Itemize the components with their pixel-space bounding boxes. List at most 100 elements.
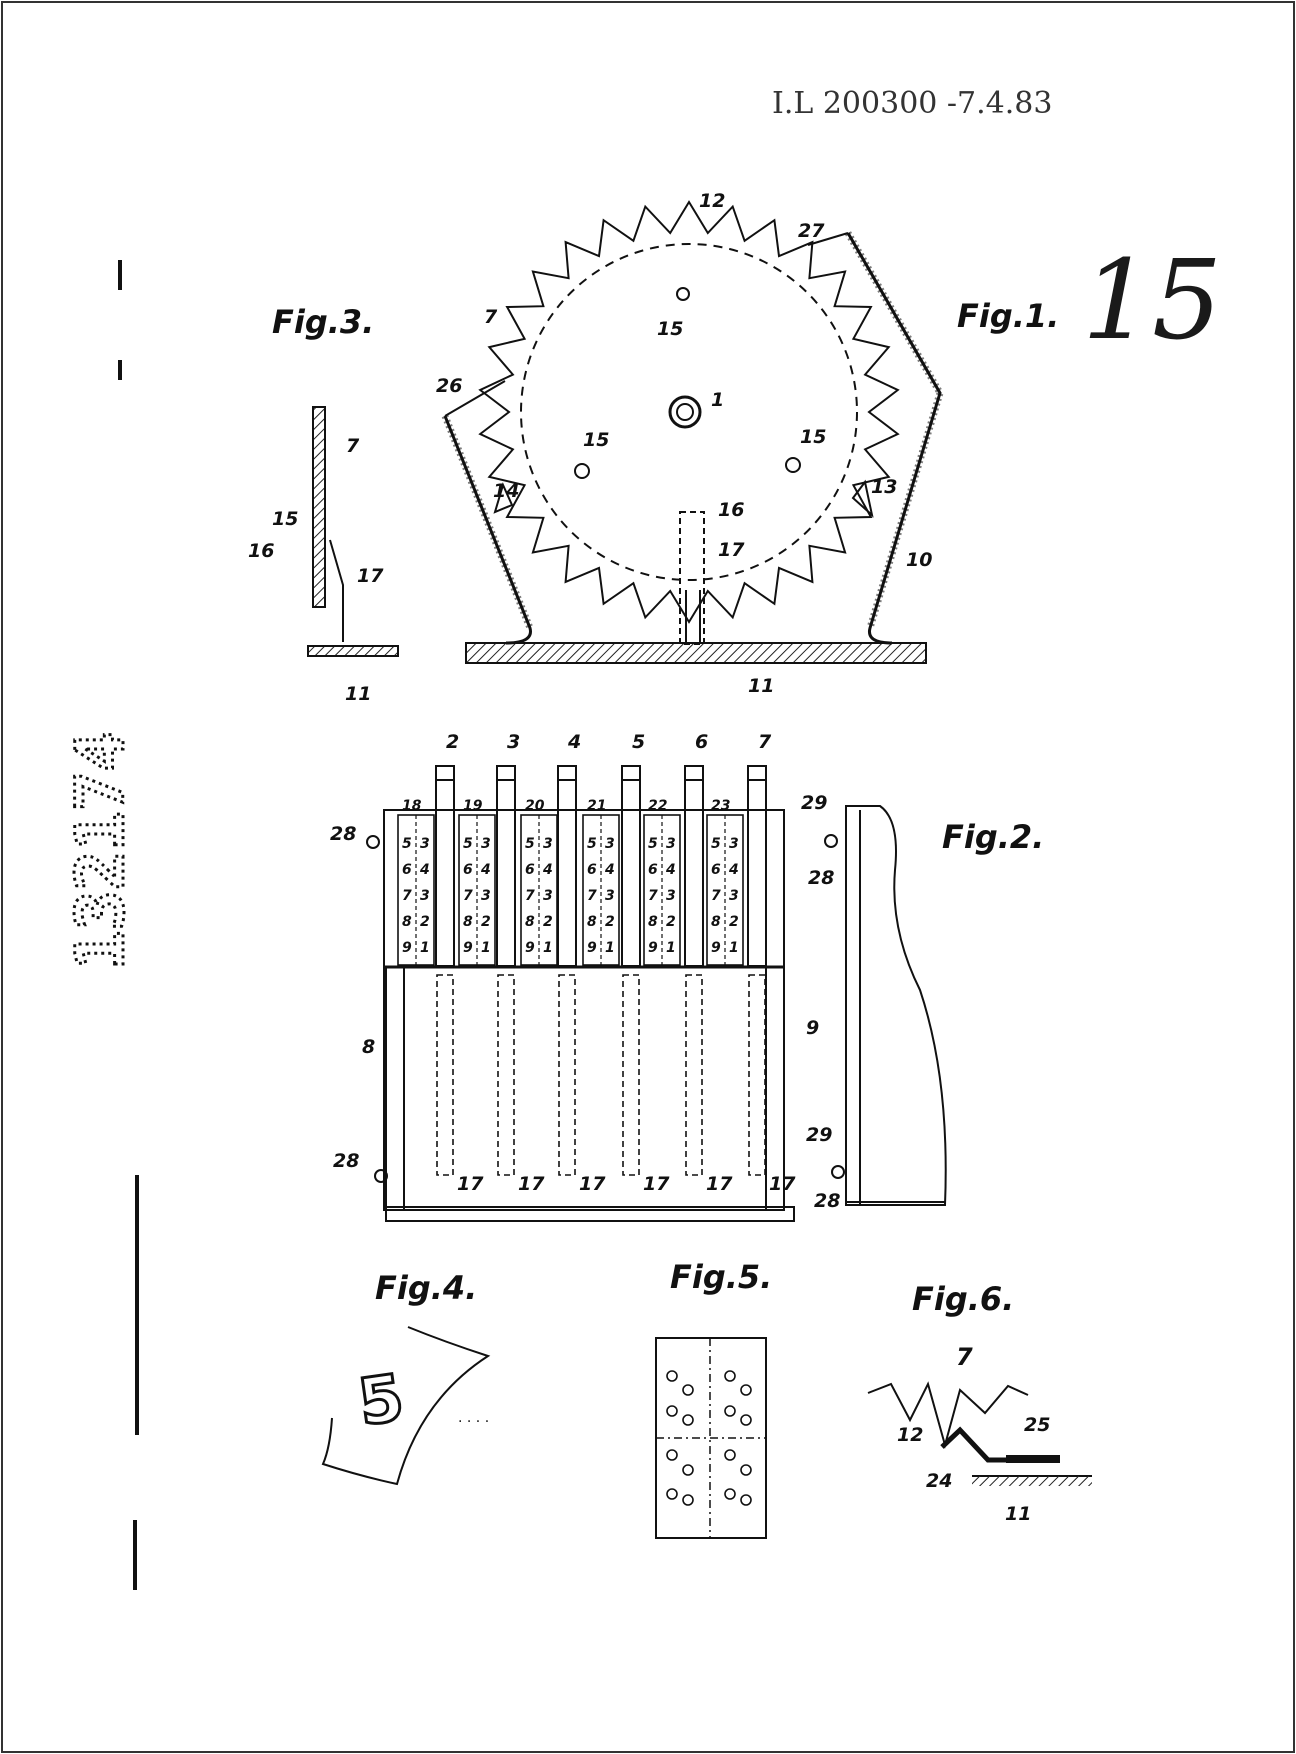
fig5-perforation	[724, 1449, 736, 1461]
fig2-digit: 3	[605, 888, 615, 904]
fig2-frame-left-post	[385, 966, 405, 1211]
fig2-label-wheel: 2	[446, 731, 459, 753]
fig6-base-hatch	[972, 1476, 1092, 1486]
fig2-digit: 2	[605, 914, 615, 930]
fig2-screw-top-right	[824, 834, 838, 848]
fig5-perforation	[724, 1488, 736, 1500]
fig2-screw-bottom-left	[374, 1169, 388, 1183]
fig5-perforation	[682, 1464, 694, 1476]
fig2-digit: 3	[605, 836, 615, 852]
fig1-hub-bore	[676, 403, 694, 421]
fig2-label-spring: 17	[579, 1173, 606, 1195]
fig2-digit: 2	[729, 914, 739, 930]
fig1-corner-line-right	[807, 232, 849, 246]
fig2-digit: 5	[525, 836, 535, 852]
fig1-label-hub: 1	[711, 389, 724, 411]
fig5-perforation	[682, 1384, 694, 1396]
fig2-digit: 8	[463, 914, 473, 930]
fig1-label-housing: 10	[906, 549, 932, 571]
fig3-label-pin: 16	[248, 540, 274, 562]
fig2-hidden-spring	[685, 974, 703, 1176]
fig6-label-wheel: 7	[956, 1343, 973, 1371]
fig1-label-hole-left: 15	[583, 429, 609, 451]
fig2-digit: 4	[542, 862, 553, 878]
fig2-wheel-cap	[496, 765, 516, 781]
fig3-label-hole: 15	[272, 508, 298, 530]
fig2-digit: 9	[525, 940, 535, 956]
fig1-hole-left	[574, 463, 590, 479]
fig2-label-wheel: 7	[758, 731, 772, 753]
fig2-digit: 3	[481, 888, 491, 904]
fig2-label-screw-bottom-left: 28	[333, 1150, 359, 1172]
fig5-perforation	[740, 1414, 752, 1426]
fig2-wheel-strip	[621, 765, 641, 967]
fig1-pitch-circle	[520, 243, 858, 581]
figure-1: Fig.1. 12 7 1 15 15 15 14 13 16 17 26 27…	[436, 190, 1059, 697]
figure-5: Fig.5.	[655, 1258, 772, 1539]
fig2-label-window: 20	[525, 798, 545, 814]
fig1-spring-stem	[679, 511, 705, 645]
fig2-digit: 8	[648, 914, 658, 930]
fig2-title: Fig.2.	[942, 818, 1044, 856]
fig2-digit: 3	[729, 888, 739, 904]
fig5-perforation	[666, 1449, 678, 1461]
fig5-perforations	[666, 1370, 752, 1506]
fig2-label-notch-top: 29	[801, 792, 827, 814]
figure-3: Fig.3. 7 15 16 17 11	[248, 303, 399, 705]
fig2-digit: 5	[463, 836, 473, 852]
fig6-wheel-profile	[867, 1381, 1029, 1449]
fig1-hub	[668, 395, 702, 429]
fig4-dots: · · · ·	[458, 1414, 489, 1430]
fig1-label-wheel: 7	[484, 306, 498, 328]
fig2-hidden-spring	[748, 974, 766, 1176]
fig2-label-screw-top-right: 28	[808, 867, 834, 889]
fig1-base-plate	[465, 642, 927, 664]
fig2-digit: 4	[665, 862, 676, 878]
side-stamp-text: 132174	[62, 732, 139, 970]
fig1-label-spring: 17	[718, 539, 745, 561]
fig2-label-spring: 17	[769, 1173, 796, 1195]
fig2-digit: 7	[402, 888, 412, 904]
fig2-digit: 7	[711, 888, 721, 904]
fig2-label-window: 21	[587, 798, 606, 814]
fig2-digit: 5	[587, 836, 597, 852]
fig2-digit: 6	[525, 862, 535, 878]
fig6-label-spring-b: 25	[1024, 1414, 1050, 1436]
fig4-title: Fig.4.	[375, 1269, 477, 1307]
fig5-perforation	[724, 1405, 736, 1417]
fig2-hidden-spring	[622, 974, 640, 1176]
fig1-housing-shading	[441, 231, 944, 630]
fig1-label-tooth: 12	[699, 190, 725, 212]
fig2-wheel-cap	[684, 765, 704, 781]
fig1-label-base: 11	[748, 675, 774, 697]
fig5-perforation	[682, 1414, 694, 1426]
fig2-wheel-strip	[684, 765, 704, 967]
fig2-wheel-cap	[557, 765, 577, 781]
fig2-digit: 3	[666, 836, 676, 852]
fig2-digit: 5	[402, 836, 412, 852]
fig2-frame	[383, 809, 785, 1211]
fig2-label-window: 18	[402, 798, 422, 814]
fig2-digit: 5	[648, 836, 658, 852]
fig2-digit: 7	[463, 888, 473, 904]
fig1-label-corner-right: 27	[798, 220, 825, 242]
fig2-label-window: 19	[463, 798, 483, 814]
fig1-label-hole-top: 15	[657, 318, 683, 340]
fig1-hole-top	[676, 287, 690, 301]
fig2-digit: 4	[728, 862, 739, 878]
fig2-label-frame-right: 9	[806, 1017, 819, 1039]
fig1-label-pin: 16	[718, 499, 744, 521]
fig2-wheel-cap	[747, 765, 767, 781]
fig2-digit: 4	[419, 862, 430, 878]
fig6-label-base: 11	[1005, 1503, 1031, 1525]
fig2-digit: 4	[604, 862, 615, 878]
fig1-title: Fig.1.	[957, 297, 1059, 335]
fig2-digit: 2	[666, 914, 676, 930]
scan-artifacts	[118, 260, 139, 1590]
fig2-digit: 6	[648, 862, 658, 878]
fig2-digit: 3	[420, 888, 430, 904]
